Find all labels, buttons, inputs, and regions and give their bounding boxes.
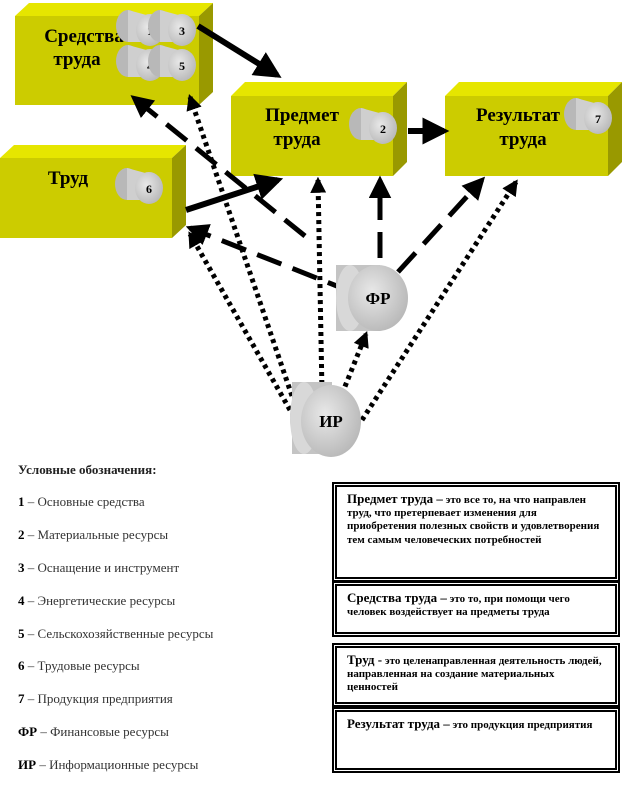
definition-text: это продукция предприятия [449, 719, 593, 731]
legend-key: ФР [18, 724, 38, 739]
legend-key: 3 [18, 560, 25, 575]
cylinder-label: 3 [179, 24, 185, 38]
fr-label: ФР [366, 289, 391, 308]
cylinder-label: 2 [380, 122, 386, 136]
ir-cylinder: ИР [290, 382, 361, 457]
legend-item: 3 – Оснащение и инструмент [18, 560, 179, 576]
cylinder-label: 7 [595, 112, 601, 126]
arrow-ir-to-fr [339, 331, 369, 395]
definition-term: Результат труда – [347, 716, 450, 731]
arrow-labor-to-object [185, 173, 284, 213]
definition-term: Средства труда – [347, 590, 447, 605]
cylinder-label: 5 [179, 59, 185, 73]
legend-text: – Основные средства [24, 494, 145, 509]
legend-text: – Информационные ресурсы [36, 757, 199, 772]
legend-text: – Трудовые ресурсы [24, 658, 140, 673]
fr-cylinder: ФР [336, 265, 408, 331]
legend-text: – Сельскохозяйственные ресурсы [24, 626, 214, 641]
legend-item: 7 – Продукция предприятия [18, 691, 173, 707]
definition-box: Предмет труда – это все то, на что напра… [335, 485, 617, 579]
legend-key: 6 [18, 658, 25, 673]
labor-title: Труд [48, 168, 89, 189]
legend-item: 4 – Энергетические ресурсы [18, 593, 175, 609]
arrow-ir-to-object [310, 176, 327, 393]
cylinder-6: 6 [115, 168, 163, 204]
legend-key: 4 [18, 593, 25, 608]
arrow-means-to-object [196, 23, 282, 78]
cylinder-3: 3 [148, 10, 196, 46]
legend-key: 7 [18, 691, 25, 706]
box-object-of-labor [231, 82, 407, 176]
legend-text: – Финансовые ресурсы [37, 724, 169, 739]
legend-text: – Продукция предприятия [24, 691, 173, 706]
legend-item: 6 – Трудовые ресурсы [18, 658, 140, 674]
legend-text: – Материальные ресурсы [24, 527, 169, 542]
legend-item: ИР – Информационные ресурсы [18, 757, 198, 773]
legend-key: ИР [18, 757, 37, 772]
definition-term: Предмет труда – [347, 491, 443, 506]
legend-text: – Оснащение и инструмент [24, 560, 180, 575]
arrows [130, 23, 519, 422]
legend-text: – Энергетические ресурсы [24, 593, 176, 608]
definition-box: Труд - это целенаправленная деятельность… [335, 646, 617, 704]
cylinder-label: 6 [146, 182, 152, 196]
legend-item: 5 – Сельскохозяйственные ресурсы [18, 626, 213, 642]
cylinder-2: 2 [349, 108, 397, 144]
legend-key: 2 [18, 527, 25, 542]
arrow-ir-to-labor [187, 231, 293, 412]
cylinder-5: 5 [148, 45, 196, 81]
legend-key: 1 [18, 494, 25, 509]
legend-item: ФР – Финансовые ресурсы [18, 724, 169, 740]
definition-text: это то, при помощи чего человек воздейст… [347, 593, 570, 619]
arrow-fr-to-labor [185, 224, 353, 295]
definition-box: Средства труда – это то, при помощи чего… [335, 584, 617, 634]
cylinder-7: 7 [564, 98, 612, 134]
definition-text: это целенаправленная деятельность людей,… [347, 655, 602, 694]
definition-box: Результат труда – это продукция предприя… [335, 710, 617, 770]
legend-item: 1 – Основные средства [18, 494, 145, 510]
definition-term: Труд - [347, 652, 383, 667]
arrow-fr-to-result [396, 176, 486, 274]
legend-item: 2 – Материальные ресурсы [18, 527, 168, 543]
legend-key: 5 [18, 626, 25, 641]
ir-label: ИР [319, 412, 343, 431]
definition-text: это все то, на что направлен труд, что п… [347, 494, 600, 546]
legend-title: Условные обозначения: [18, 462, 157, 477]
